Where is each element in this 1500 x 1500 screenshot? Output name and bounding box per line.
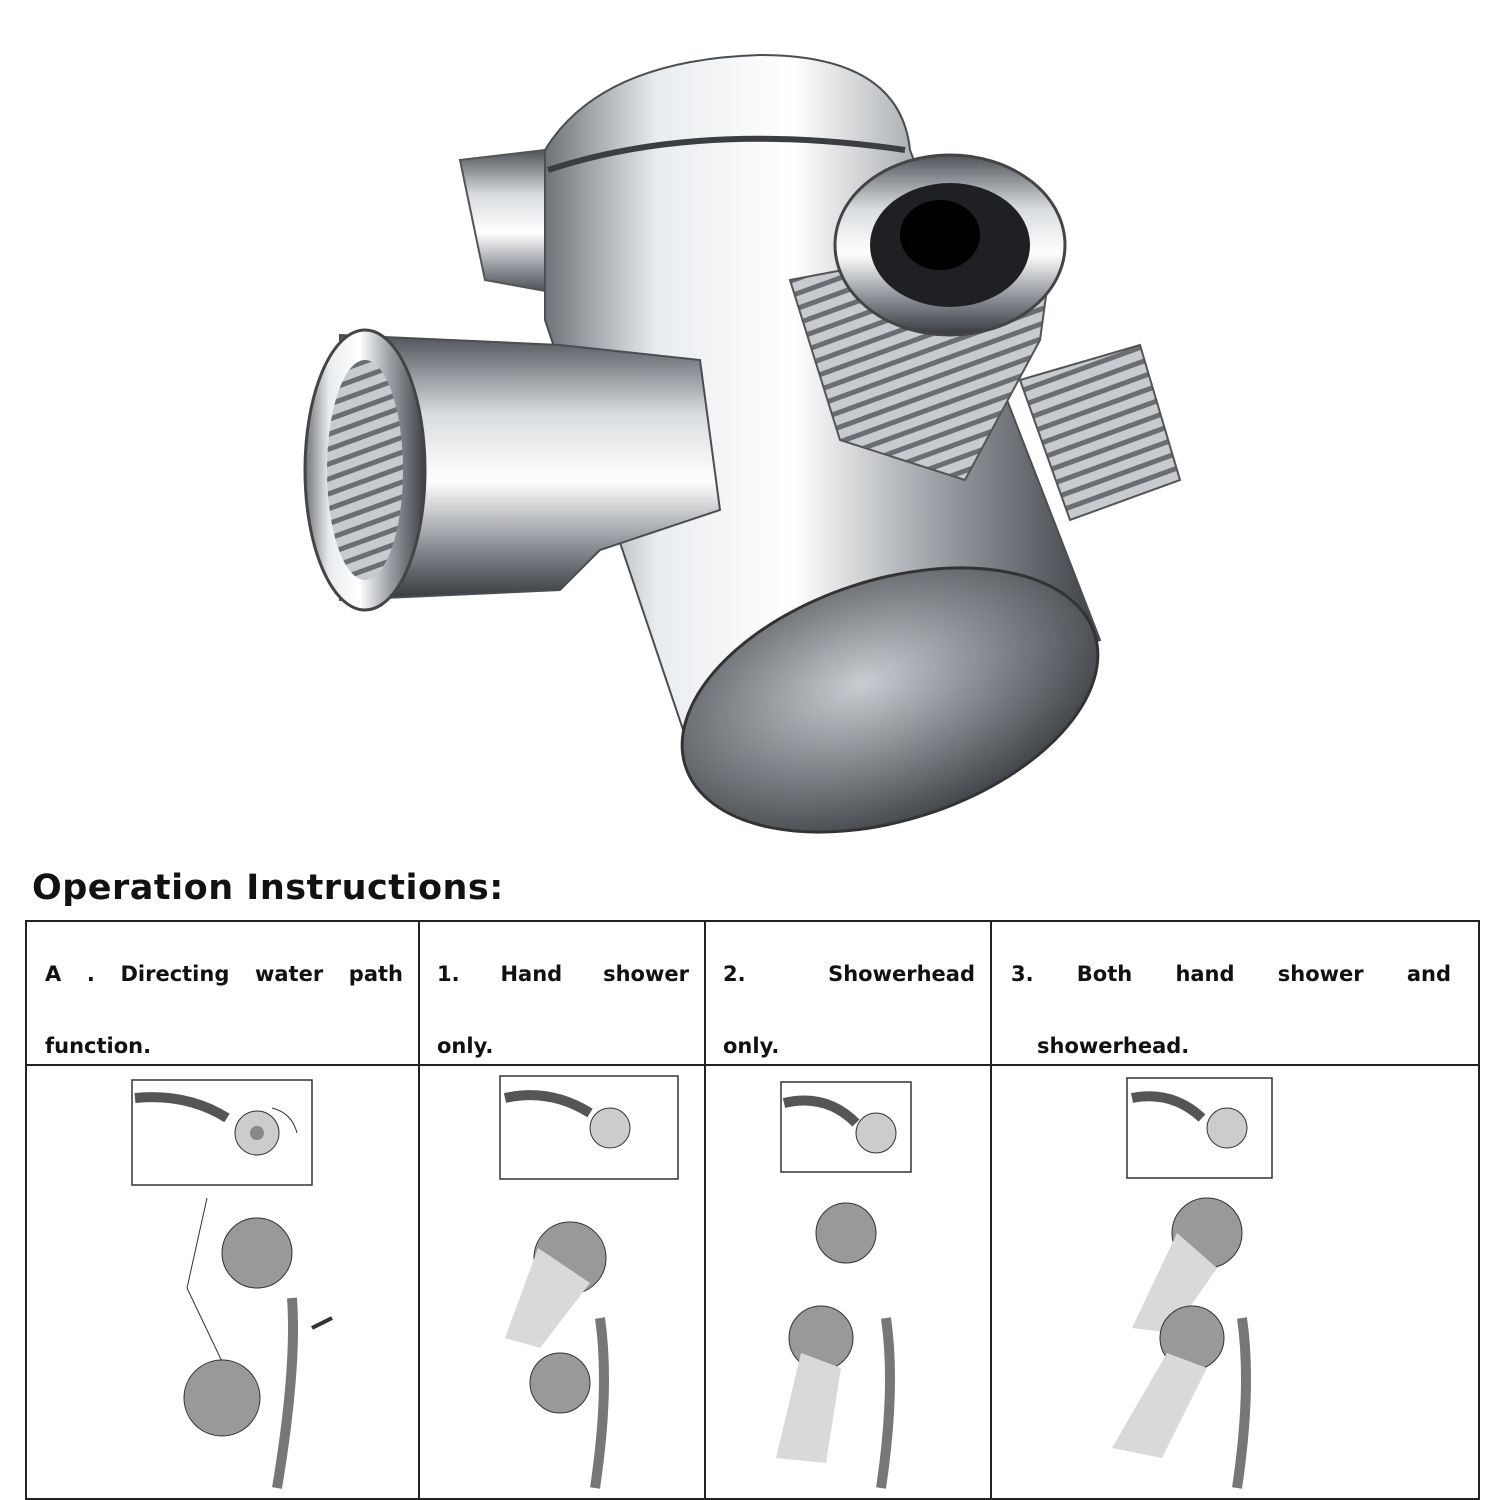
showerhead-diagram-icon [776,1081,912,1489]
instruction-line: A . Directing water path [45,962,403,986]
hand-shower-diagram-icon [499,1075,679,1489]
instruction-2: 2. Showerhead only. [723,938,975,1082]
column-divider [418,922,420,1498]
instruction-1: 1. Hand shower only. [437,938,689,1082]
instruction-line: only. [437,1034,494,1058]
both-diagram-icon [1112,1077,1273,1489]
row-divider [27,1064,1478,1066]
instruction-line: showerhead. [1037,1034,1190,1058]
instructions-table: A . Directing water path function. 1. Ha… [25,920,1480,1500]
column-divider [704,922,706,1498]
instruction-3: 3. Both hand shower and showerhead. [1011,938,1451,1082]
instruction-a: A . Directing water path function. [45,938,403,1082]
instruction-line: 3. Both hand shower and [1011,962,1451,986]
shower-diverter-valve-icon [303,53,1182,834]
column-divider [990,922,992,1498]
instruction-line: 2. Showerhead [723,962,975,986]
instruction-line: only. [723,1034,780,1058]
page-title: Operation Instructions: [32,868,504,908]
water-path-diagram-icon [131,1079,333,1489]
instruction-line: function. [45,1034,152,1058]
instruction-line: 1. Hand shower [437,962,689,986]
